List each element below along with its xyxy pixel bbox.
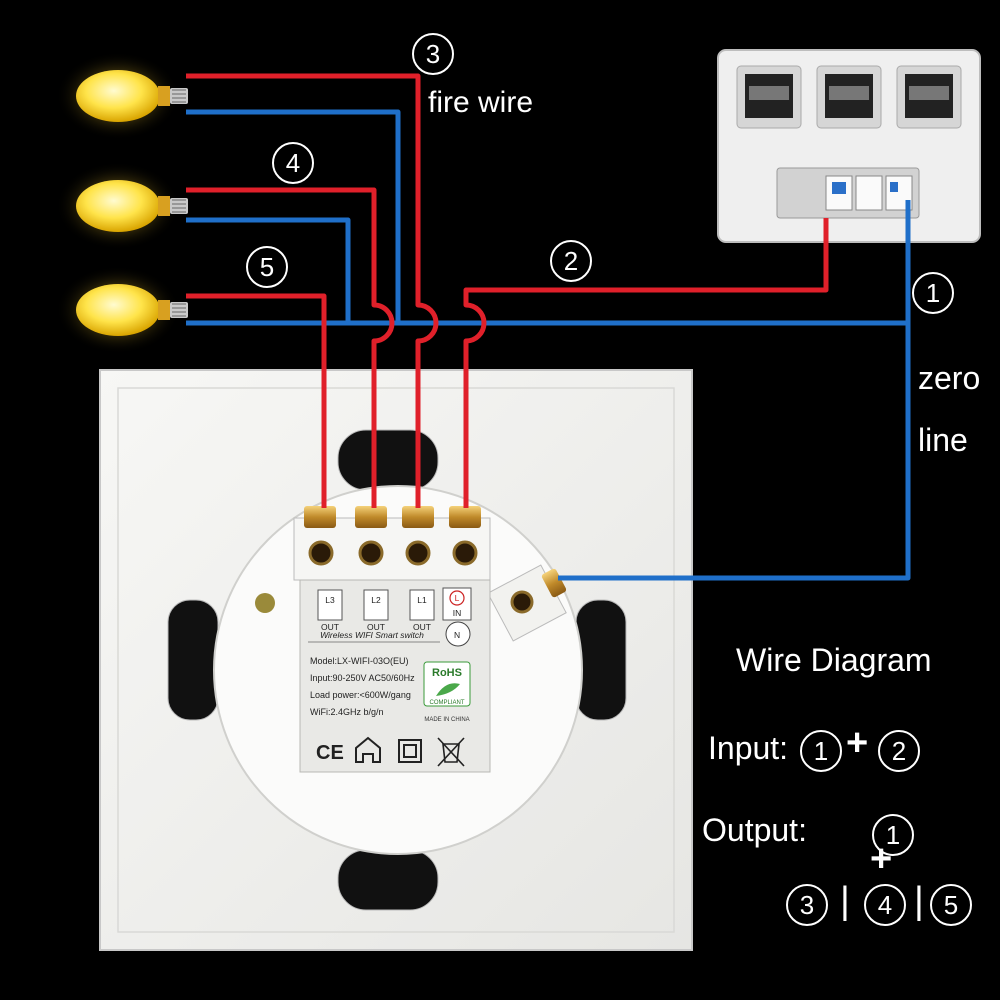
double-insulation-icon: [398, 739, 422, 763]
wire-marker-3: 3: [412, 33, 454, 75]
meter-1: [736, 65, 802, 129]
fire-wires: [186, 73, 829, 508]
output-marker-4: 4: [864, 884, 906, 926]
meter-3: [896, 65, 962, 129]
input-spec-text: Input:90-250V AC50/60Hz: [310, 673, 415, 683]
bulb-2: [56, 162, 188, 250]
wire-marker-4: 4: [272, 142, 314, 184]
zero-label: zero: [918, 360, 981, 396]
zero-wire-bulb-2: [186, 217, 351, 323]
rohs-badge: RoHS COMPLIANT: [423, 661, 471, 707]
fire-wire-label: fire wire: [428, 86, 534, 119]
fire-wire-out-l1: [186, 73, 439, 508]
terminal-type-l3: OUT: [321, 622, 339, 632]
wifi-spec-text: WiFi:2.4GHz b/g/n: [310, 707, 384, 717]
meter-2: [816, 65, 882, 129]
n-terminal-text: N: [454, 630, 460, 640]
wire-marker-1: 1: [912, 272, 954, 314]
wire-marker-5: 5: [246, 246, 288, 288]
fire-wire-out-l3: [186, 293, 327, 508]
terminal-type-l2: OUT: [367, 622, 385, 632]
zero-wires: [186, 109, 911, 581]
terminal-code-l3: L3: [325, 595, 335, 605]
terminal-l2: [355, 506, 387, 566]
breaker-panel: [776, 167, 920, 219]
output-marker-5: 5: [930, 884, 972, 926]
bulb-1: [56, 52, 188, 140]
terminal-type-l: IN: [453, 608, 462, 618]
terminal-l1: [402, 506, 434, 566]
wire-marker-2: 2: [550, 240, 592, 282]
product-line-text: Wireless WIFI Smart switch: [320, 630, 424, 640]
terminal-l3: [304, 506, 336, 566]
rohs-text: RoHS: [432, 667, 462, 679]
load-spec-text: Load power:<600W/gang: [310, 690, 411, 700]
input-marker-2: 2: [878, 730, 920, 772]
fire-wire-input: [463, 218, 829, 508]
input-marker-1: 1: [800, 730, 842, 772]
input-plus: +: [846, 722, 869, 764]
made-in-text: MADE IN CHINA: [424, 717, 469, 723]
compliant-text: COMPLIANT: [429, 700, 464, 706]
input-label: Input:: [708, 730, 789, 766]
terminal-block: [293, 506, 491, 581]
zero-wire-main: [558, 200, 911, 581]
terminal-type-l1: OUT: [413, 622, 431, 632]
n-arrow-icon: N: [445, 621, 471, 647]
terminal-code-l1: L1: [417, 595, 427, 605]
terminal-l: [449, 506, 481, 566]
terminal-code-l: L: [455, 593, 460, 603]
neutral-terminal: [487, 564, 567, 642]
fire-wire-out-l2: [186, 187, 395, 508]
terminal-labels: L3 OUT L2 OUT L1 OUT L IN: [317, 587, 472, 632]
output-separator-2: |: [914, 880, 924, 922]
zero-wire-bulb-1: [186, 109, 401, 323]
line-label: line: [918, 422, 968, 458]
house-icon: [355, 736, 381, 763]
model-text: Model:LX-WIFI-03O(EU): [310, 656, 409, 666]
ce-mark-text: CE: [316, 742, 344, 764]
wire-diagram-title: Wire Diagram: [736, 642, 932, 678]
weee-bin-icon: [437, 737, 465, 767]
output-plus: +: [870, 838, 893, 880]
distribution-box: [717, 49, 981, 243]
cert-icons: CE: [316, 736, 465, 767]
output-marker-3: 3: [786, 884, 828, 926]
bulb-3: [56, 266, 188, 354]
output-marker-1: 1: [872, 814, 914, 856]
output-separator-1: |: [840, 880, 850, 922]
terminal-code-l2: L2: [371, 595, 381, 605]
output-label: Output:: [702, 812, 807, 848]
product-label: L3 OUT L2 OUT L1 OUT L IN Wireless WIFI …: [299, 579, 491, 773]
